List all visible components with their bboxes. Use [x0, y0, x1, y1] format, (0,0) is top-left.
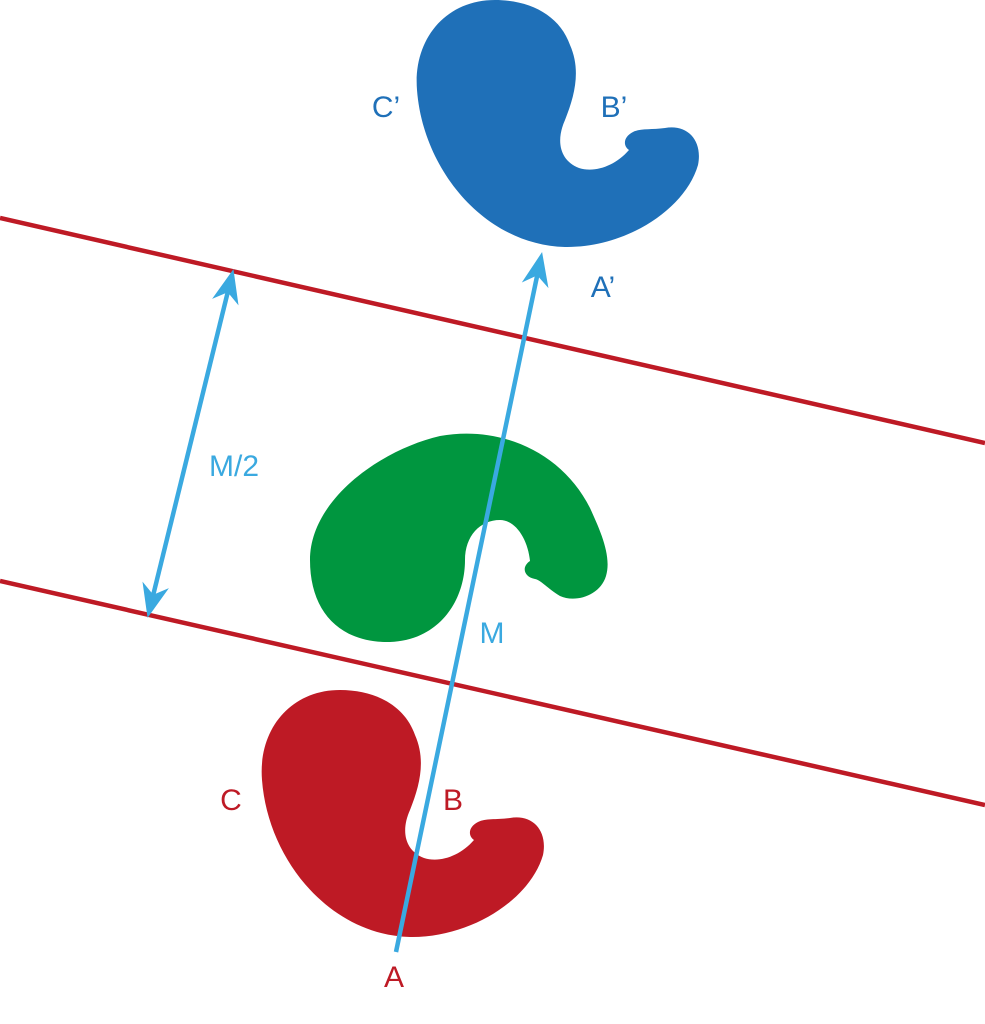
mirror-line-lower: [0, 578, 985, 808]
distance-arrow-m-half: [142, 269, 239, 618]
mirror-line-upper: [0, 215, 985, 446]
label-b-prime: B’: [600, 91, 628, 124]
label-m-half: M/2: [208, 450, 260, 483]
label-a-prime: A’: [590, 271, 616, 304]
intermediate-shape-green: [310, 433, 608, 643]
label-c: C: [220, 784, 242, 817]
label-c-prime: C’: [371, 91, 401, 124]
label-a: A: [383, 961, 405, 994]
image-shape-blue: [416, 0, 699, 248]
label-b: B: [442, 784, 464, 817]
translation-arrow-m: [393, 252, 549, 953]
original-shape-red: [261, 690, 544, 938]
label-m: M: [479, 617, 505, 650]
